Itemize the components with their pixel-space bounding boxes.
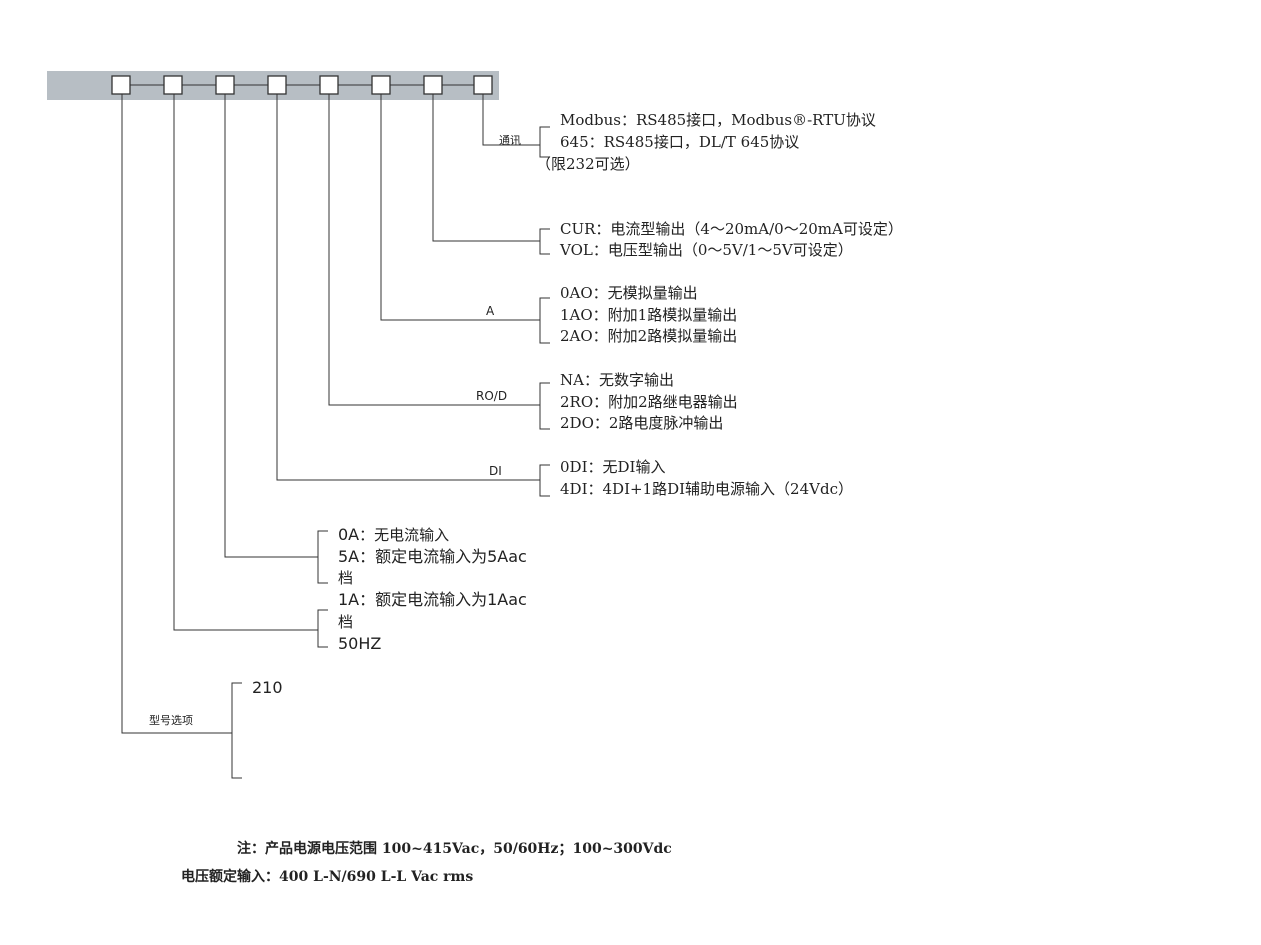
current-option-6: 50HZ — [338, 634, 382, 653]
code-box-8 — [473, 75, 493, 95]
current-code: 0A — [338, 525, 360, 544]
current-option-4: 1A：额定电流输入为1Aac — [338, 590, 527, 610]
ao-label: A — [486, 304, 495, 318]
model-option-1: 210 — [252, 678, 283, 697]
code-box-5 — [319, 75, 339, 95]
current-desc: ：额定电流输入为1Aac — [359, 590, 527, 609]
current-option-1: 0A：无电流输入 — [338, 525, 449, 545]
comm-option-2: 645：RS485接口，DL/T 645协议 — [560, 133, 800, 151]
rod-option-3: 2DO：2路电度脉冲输出 — [560, 414, 724, 432]
note-rated-voltage: 电压额定输入：400 L-N/690 L-L Vac rms — [181, 869, 474, 885]
current-option-5: 档 — [338, 613, 354, 631]
current-option-2: 5A：额定电流输入为5Aac — [338, 547, 527, 567]
code-box-3 — [215, 75, 235, 95]
code-box-6 — [371, 75, 391, 95]
aout-option-1: CUR：电流型输出（4～20mA/0～20mA可设定） — [560, 220, 903, 238]
di-option-2: 4DI：4DI+1路DI辅助电源输入（24Vdc） — [560, 480, 853, 498]
aout-option-2: VOL：电压型输出（0～5V/1～5V可设定） — [560, 241, 853, 259]
code-box-4 — [267, 75, 287, 95]
comm-label: 通讯 — [499, 134, 521, 147]
current-desc: ：额定电流输入为5Aac — [359, 547, 527, 566]
code-box-2 — [163, 75, 183, 95]
di-option-1: 0DI：无DI输入 — [560, 458, 666, 476]
code-box-1 — [111, 75, 131, 95]
ao-option-1: 0AO：无模拟量输出 — [560, 284, 698, 302]
rod-option-1: NA：无数字输出 — [560, 371, 674, 389]
current-code: 5A — [338, 547, 360, 566]
rod-label: RO/D — [476, 389, 508, 403]
comm-option-3: （限232可选） — [536, 155, 640, 173]
rod-option-2: 2RO：附加2路继电器输出 — [560, 393, 738, 411]
current-option-3: 档 — [338, 569, 354, 587]
di-label: DI — [489, 464, 502, 478]
ao-option-2: 1AO：附加1路模拟量输出 — [560, 306, 738, 324]
code-box-7 — [423, 75, 443, 95]
model-label: 型号选项 — [149, 714, 193, 727]
current-code: 1A — [338, 590, 360, 609]
comm-option-1: Modbus：RS485接口，Modbus®-RTU协议 — [560, 111, 876, 129]
ao-option-3: 2AO：附加2路模拟量输出 — [560, 327, 738, 345]
note-power-range: 注：产品电源电压范围 100~415Vac，50/60Hz；100~300Vdc — [237, 841, 672, 857]
current-desc: ：无电流输入 — [359, 526, 450, 544]
